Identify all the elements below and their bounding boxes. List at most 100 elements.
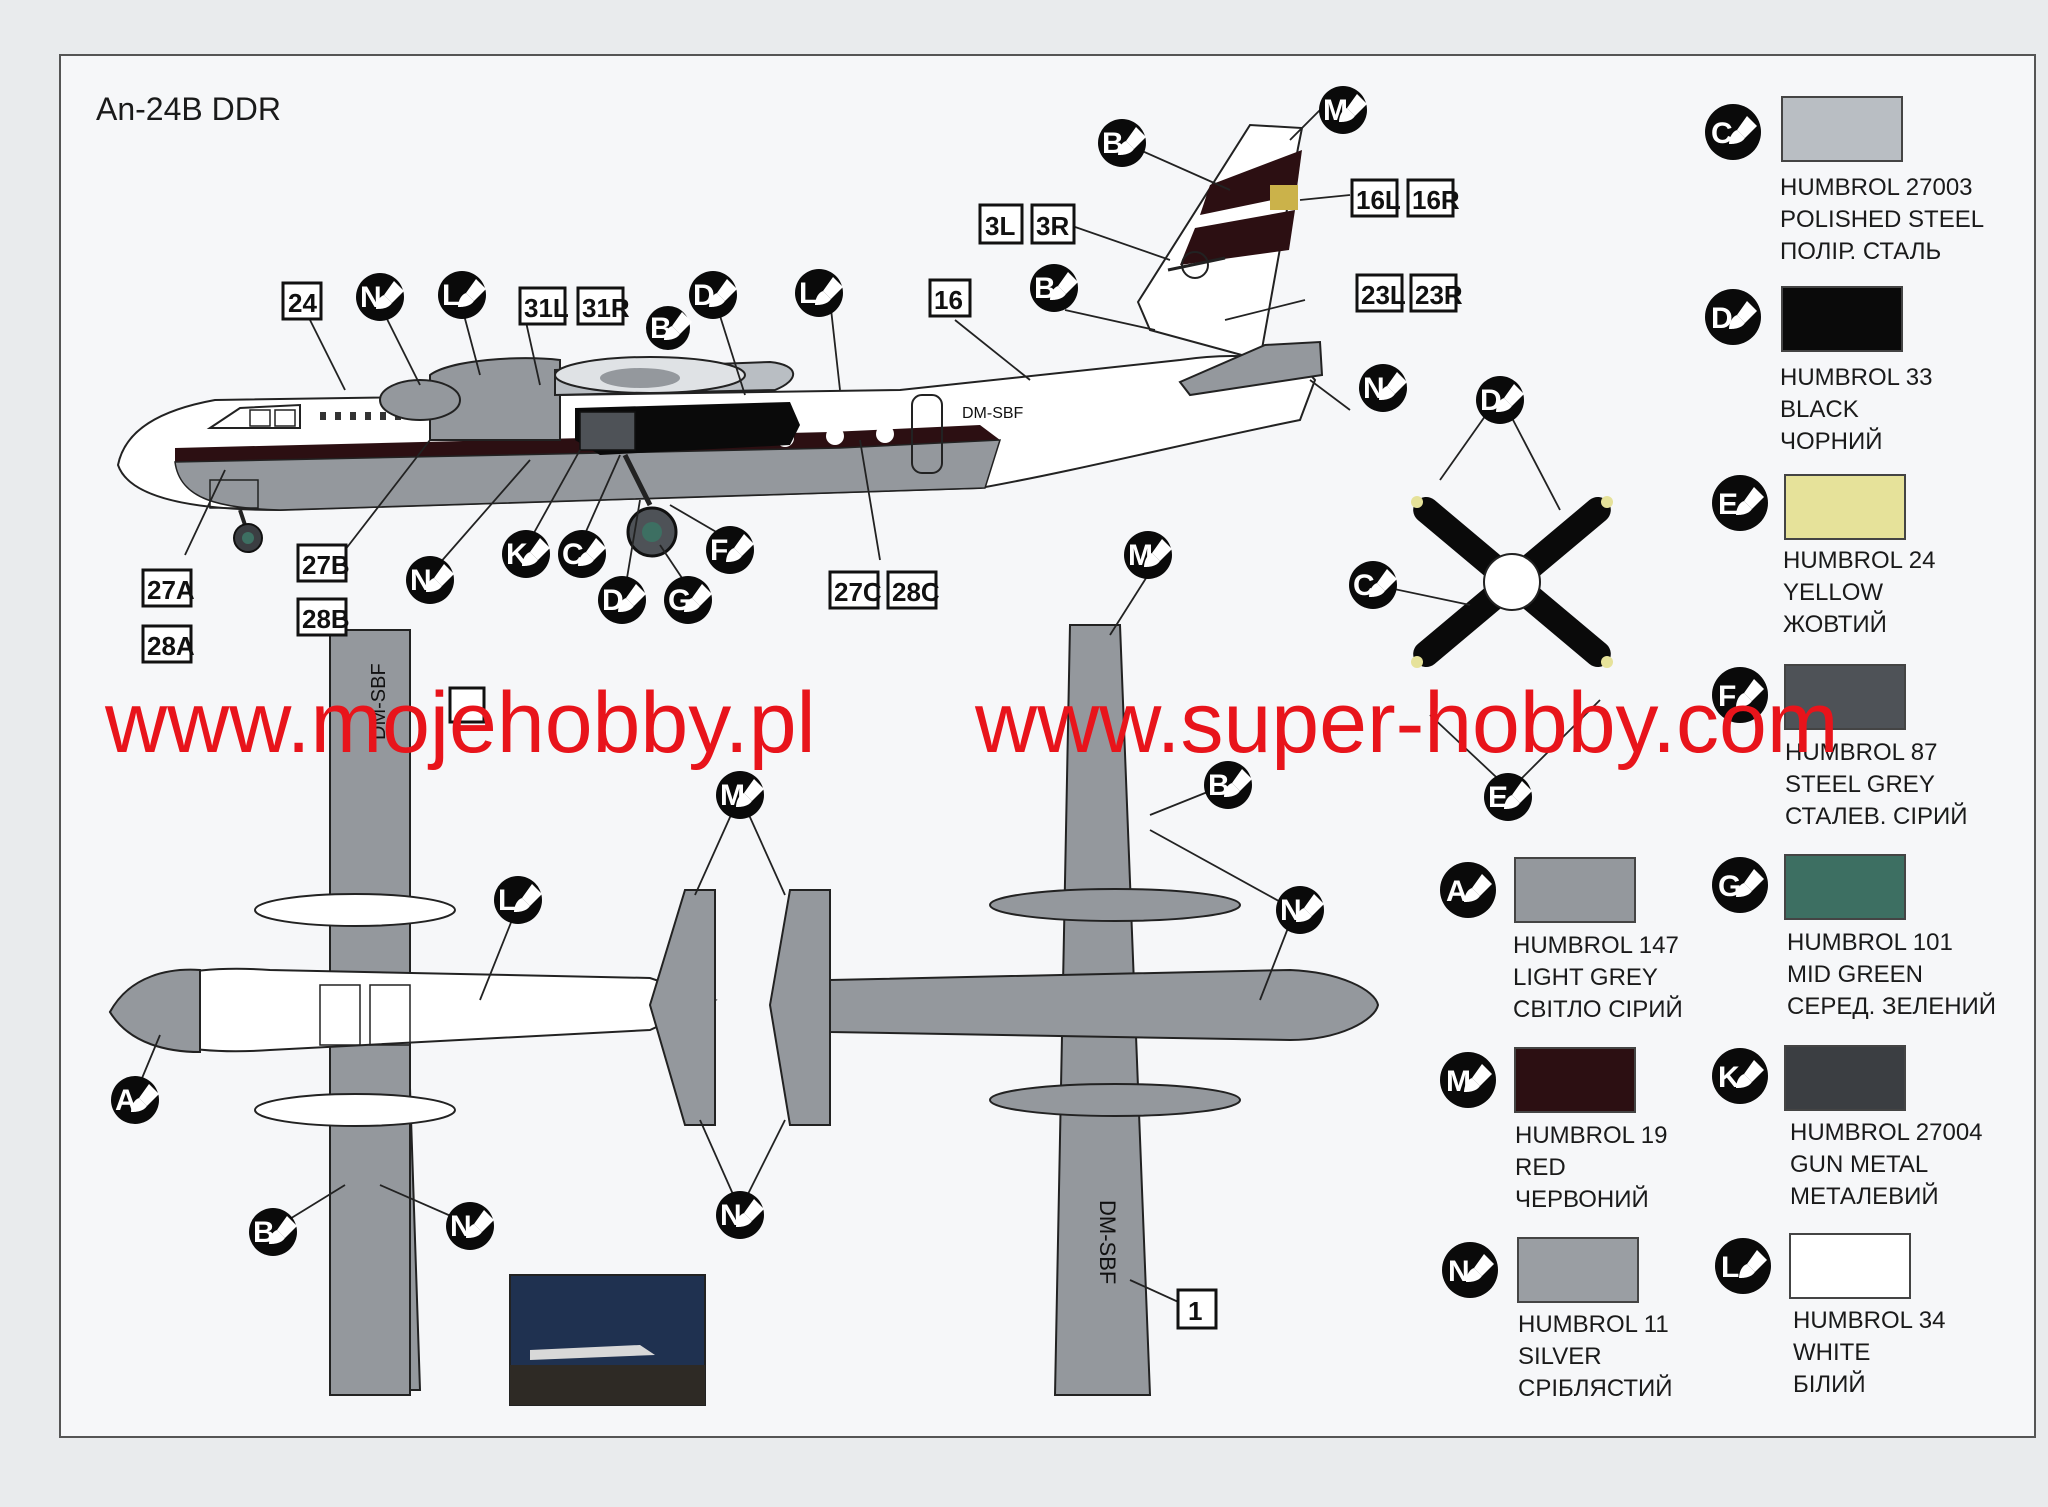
callout-side-12: D	[598, 576, 646, 624]
svg-text:27B: 27B	[302, 550, 350, 580]
paint-name-ua: СЕРЕД. ЗЕЛЕНИЙ	[1787, 992, 1996, 1020]
callout-plan-7: B	[1204, 761, 1252, 809]
callout-plan-3: B	[249, 1208, 297, 1256]
legend-letter: G	[1718, 870, 1741, 903]
paint-code: HUMBROL 19	[1515, 1122, 1667, 1149]
legend-letter: F	[1718, 680, 1736, 713]
svg-text:F: F	[710, 534, 728, 567]
side-view-aircraft: DM-SBF	[116, 123, 1324, 558]
decal-28B: 28B	[296, 597, 350, 637]
svg-text:3L: 3L	[985, 211, 1015, 241]
svg-text:28C: 28C	[892, 577, 940, 607]
svg-text:28B: 28B	[302, 604, 350, 634]
svg-text:L: L	[799, 277, 817, 310]
svg-text:G: G	[668, 584, 691, 617]
svg-text:27C: 27C	[834, 577, 882, 607]
paint-name-ua: ЧЕРВОНИЙ	[1515, 1185, 1649, 1213]
decal-1: 1	[1176, 1288, 1218, 1330]
color-swatch	[1517, 1237, 1639, 1303]
svg-text:N: N	[450, 1210, 472, 1243]
svg-text:N: N	[1280, 894, 1302, 927]
decal-27C: 27C	[828, 570, 882, 610]
bottom-view-aircraft: DM-SBF	[768, 624, 1380, 1396]
svg-text:K: K	[506, 538, 528, 571]
svg-text:28A: 28A	[147, 631, 195, 661]
callout-plan-8: N	[1276, 886, 1324, 934]
decal-31R: 31R	[576, 286, 630, 326]
svg-text:24: 24	[288, 288, 317, 318]
decal-28A: 28A	[141, 624, 195, 664]
callout-side-8: N	[1359, 364, 1407, 412]
callout-plan-0: M	[716, 771, 764, 819]
callout-plan-6: M	[1124, 531, 1172, 579]
paint-name-ua: БІЛИЙ	[1793, 1370, 1866, 1398]
svg-text:B: B	[253, 1216, 275, 1249]
decal-unlabeled	[448, 686, 486, 724]
svg-text:D: D	[602, 584, 624, 617]
svg-text:31R: 31R	[582, 293, 630, 323]
callout-side-3: L	[438, 271, 486, 319]
callout-side-13: G	[664, 576, 712, 624]
svg-text:16R: 16R	[1412, 185, 1460, 215]
svg-text:B: B	[1102, 127, 1124, 160]
callout-side-14: N	[406, 556, 454, 604]
legend-letter: L	[1721, 1251, 1739, 1284]
paint-name-ua: МЕТАЛЕВИЙ	[1790, 1182, 1939, 1210]
callout-side-6: L	[795, 269, 843, 317]
decal-23R: 23R	[1409, 273, 1463, 313]
callout-prop-0: D	[1476, 376, 1524, 424]
callout-side-7: B	[1030, 264, 1078, 312]
svg-text:L: L	[442, 279, 460, 312]
svg-text:A: A	[115, 1084, 137, 1117]
propeller-view	[1411, 496, 1613, 668]
svg-text:31L: 31L	[524, 293, 569, 323]
registration-bottom: DM-SBF	[1095, 1200, 1120, 1284]
paint-code: HUMBROL 34	[1793, 1307, 1945, 1334]
paint-code: HUMBROL 33	[1780, 364, 1932, 391]
decal-3R: 3R	[1030, 203, 1076, 245]
svg-text:N: N	[1363, 372, 1385, 405]
svg-text:27A: 27A	[147, 575, 195, 605]
callout-prop-1: C	[1349, 561, 1397, 609]
callout-side-5: D	[689, 271, 737, 319]
svg-text:16L: 16L	[1356, 185, 1401, 215]
paint-name-en: SILVER	[1518, 1343, 1602, 1370]
decal-28C: 28C	[886, 570, 940, 610]
color-swatch	[1784, 474, 1906, 540]
callout-prop-2: E	[1484, 773, 1532, 821]
decal-16: 16	[928, 278, 972, 318]
callout-plan-4: N	[446, 1202, 494, 1250]
callout-side-10: C	[558, 530, 606, 578]
paint-name-ua: СТАЛЕВ. СІРИЙ	[1785, 802, 1968, 830]
aircraft-photo	[509, 1274, 706, 1406]
svg-text:16: 16	[934, 285, 963, 315]
paint-name-ua: СРІБЛЯСТИЙ	[1518, 1374, 1673, 1402]
paint-name-en: STEEL GREY	[1785, 771, 1935, 798]
svg-text:3R: 3R	[1036, 211, 1069, 241]
svg-text:1: 1	[1188, 1296, 1202, 1326]
paint-code: HUMBROL 27003	[1780, 174, 1973, 201]
paint-code: HUMBROL 24	[1783, 547, 1935, 574]
legend-letter: A	[1446, 875, 1468, 908]
color-swatch	[1789, 1233, 1911, 1299]
decal-markers: 24 31L 31R 16 3L 3R 16L 16R 23L 23R 27B …	[141, 178, 1463, 1330]
color-swatch	[1514, 857, 1636, 923]
svg-text:L: L	[498, 884, 516, 917]
page-title: An-24B DDR	[96, 91, 281, 127]
watermark-right: www.super-hobby.com	[974, 675, 1839, 771]
svg-text:C: C	[562, 538, 584, 571]
paint-code: HUMBROL 87	[1785, 739, 1937, 766]
legend-letter: E	[1718, 488, 1738, 521]
color-swatch	[1784, 664, 1906, 730]
paint-name-en: POLISHED STEEL	[1780, 206, 1984, 233]
svg-text:N: N	[720, 1199, 742, 1232]
svg-text:B: B	[1208, 769, 1230, 802]
legend-letter: C	[1711, 117, 1733, 150]
color-swatch	[1781, 286, 1903, 352]
